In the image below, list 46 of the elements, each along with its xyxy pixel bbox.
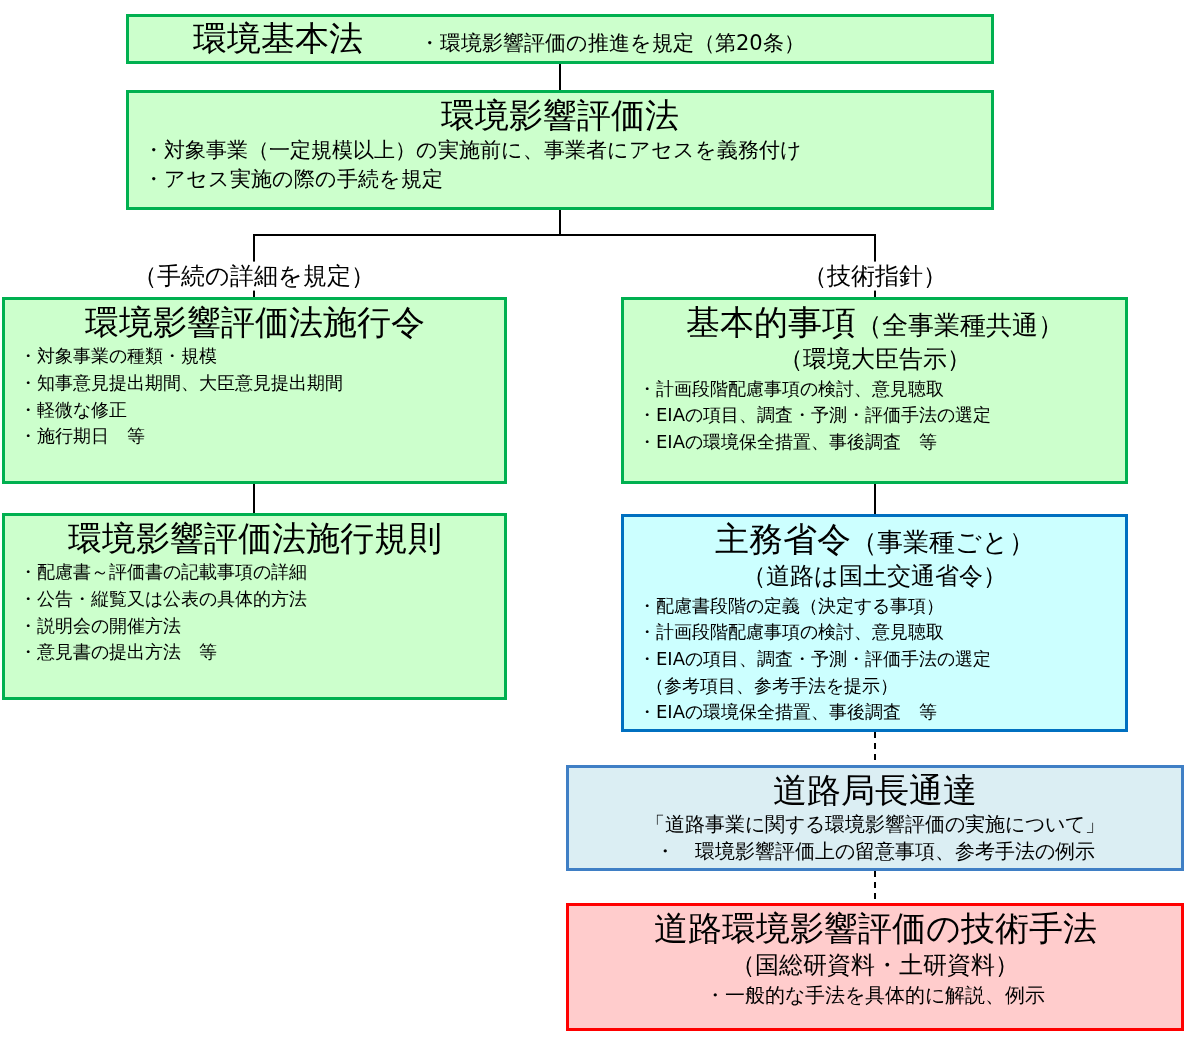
process-box <box>126 90 994 210</box>
box-title: 道路局長通達 <box>773 770 977 812</box>
bullet-text: ・軽微な修正 <box>19 397 127 422</box>
process-box <box>2 513 507 700</box>
bullet-text: ・計画段階配慮事項の検討、意見聴取 <box>638 376 944 401</box>
bullet-text: ・公告・縦覧又は公表の具体的方法 <box>19 587 307 612</box>
bullet-text: ・対象事業の種類・規模 <box>19 344 217 369</box>
box-title: 環境影響評価法施行規則 <box>67 518 442 560</box>
box-title: 環境基本法 <box>193 18 363 60</box>
bullet-text: ・一般的な手法を具体的に解説、例示 <box>705 981 1045 1009</box>
box-title: 主務省令 <box>714 519 851 561</box>
bullet-text: ・知事意見提出期間、大臣意見提出期間 <box>19 371 343 396</box>
box-subtitle: （事業種ごと） <box>850 526 1035 559</box>
bullet-text: ・対象事業（一定規模以上）の実施前に、事業者にアセスを義務付け <box>143 137 802 165</box>
box-title: 道路環境影響評価の技術手法 <box>653 908 1097 950</box>
connector-line <box>253 483 255 514</box>
bullet-text: ・説明会の開催方法 <box>19 613 181 638</box>
bullet-text: （参考項目、参考手法を提示） <box>645 673 898 698</box>
bullet-text: ・環境影響評価の推進を規定（第20条） <box>419 30 805 58</box>
box-title: 環境影響評価法施行令 <box>84 302 425 344</box>
bullet-text: 「道路事業に関する環境影響評価の実施について」 <box>645 811 1105 839</box>
box-subtitle: （全事業種共通） <box>855 309 1064 342</box>
box-subtitle: （環境大臣告示） <box>778 344 971 376</box>
process-box <box>566 903 1184 1031</box>
bullet-text: ・配慮書～評価書の記載事項の詳細 <box>19 560 307 585</box>
process-box <box>621 514 1128 732</box>
box-subtitle: （国総研資料・土研資料） <box>731 950 1019 982</box>
process-box <box>566 765 1184 871</box>
bullet-text: ・ 環境影響評価上の留意事項、参考手法の例示 <box>655 838 1095 866</box>
box-title: 環境影響評価法 <box>441 95 679 137</box>
bullet-text: ・アセス実施の際の手続を規定 <box>143 165 443 193</box>
process-box <box>126 14 994 64</box>
bullet-text: ・EIAの項目、調査・予測・評価手法の選定 <box>638 403 991 428</box>
box-subtitle: （道路は国土交通省令） <box>742 561 1007 593</box>
process-box <box>2 297 507 484</box>
bullet-text: ・計画段階配慮事項の検討、意見聴取 <box>638 620 944 645</box>
bullet-text: ・意見書の提出方法 等 <box>19 640 217 665</box>
bullet-text: ・EIAの環境保全措置、事後調査 等 <box>638 430 937 455</box>
bullet-text: ・EIAの環境保全措置、事後調査 等 <box>638 700 937 725</box>
bullet-text: ・施行期日 等 <box>19 424 145 449</box>
process-box <box>621 297 1128 484</box>
bullet-text: ・EIAの項目、調査・予測・評価手法の選定 <box>638 647 991 672</box>
connector-line <box>874 483 876 515</box>
bullet-text: ・配慮書段階の定義（決定する事項） <box>638 593 944 618</box>
box-title: 基本的事項 <box>685 302 856 344</box>
connector-line <box>559 63 561 91</box>
